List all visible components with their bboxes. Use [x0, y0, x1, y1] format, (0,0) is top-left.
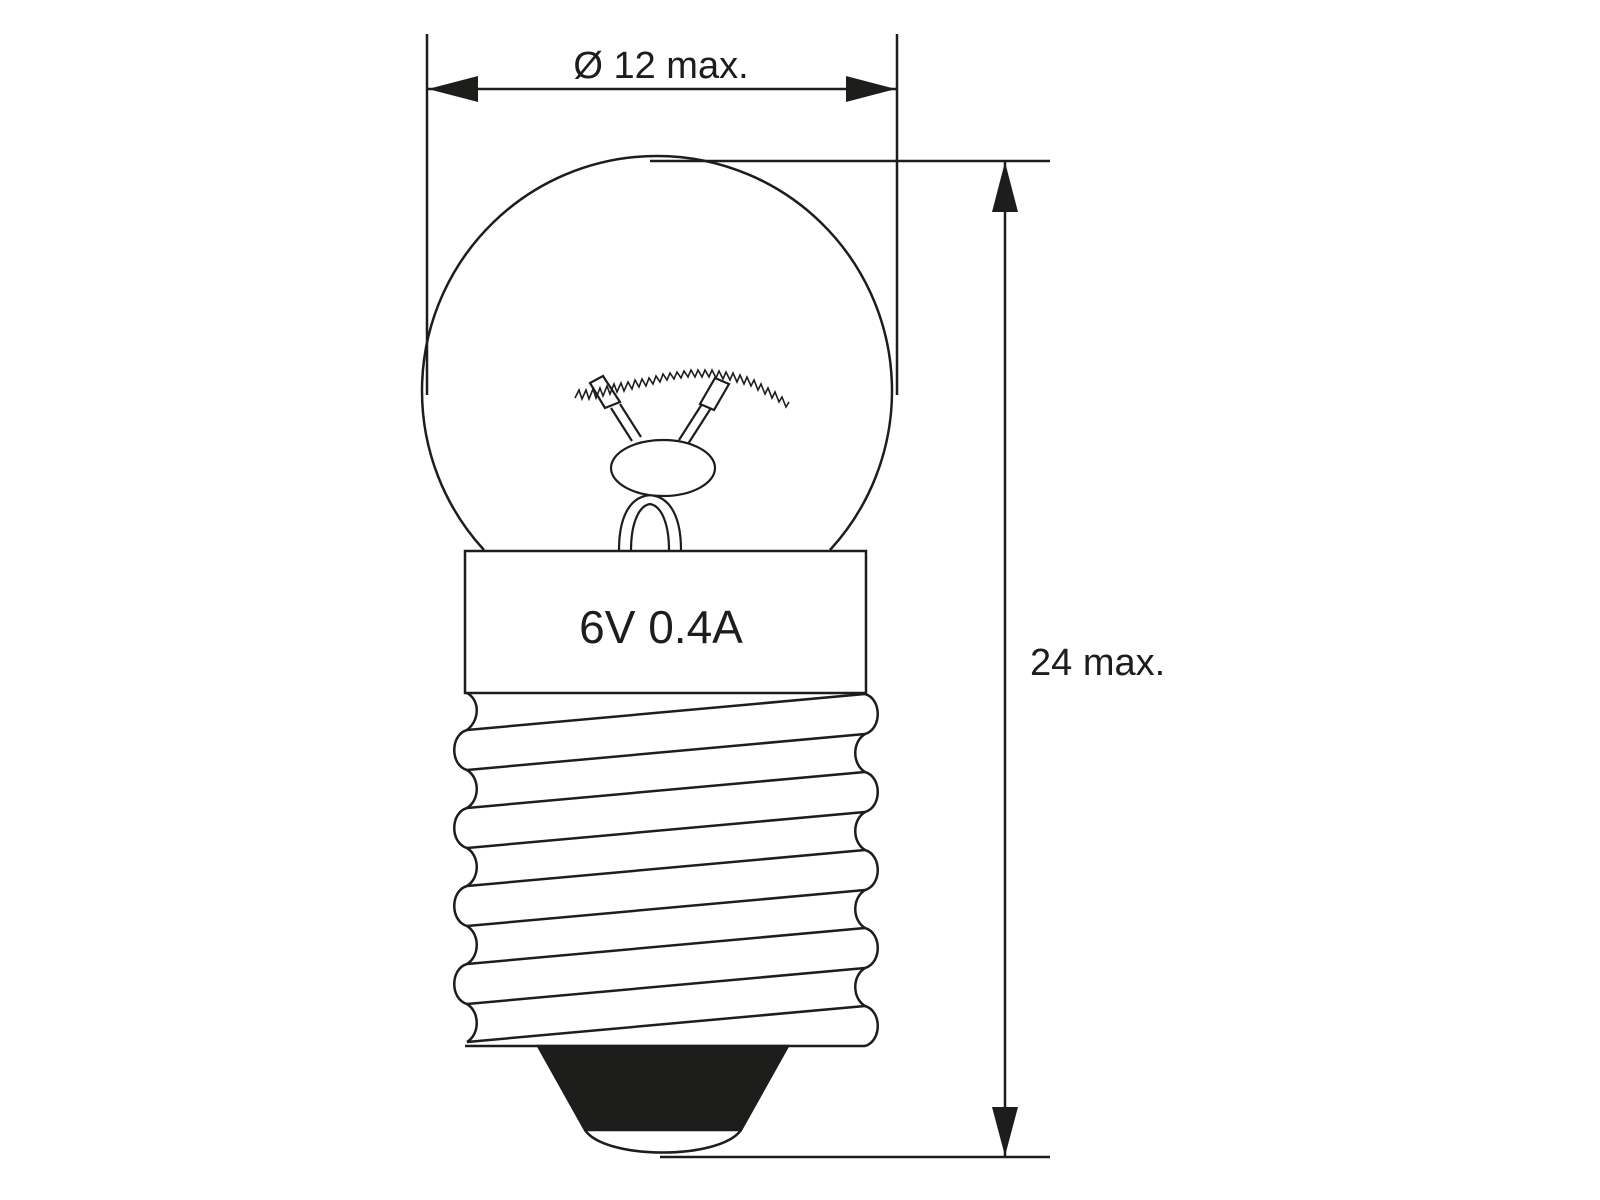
- arrow-right-icon: [846, 76, 896, 102]
- arrow-left-icon: [428, 76, 478, 102]
- contact-tip: [535, 1044, 791, 1154]
- base-label-band: [463, 549, 868, 695]
- diameter-label: Ø 12 max.: [573, 45, 748, 87]
- base-rating-label: 6V 0.4A: [579, 601, 743, 653]
- coiled-filament: [574, 368, 790, 409]
- height-dimension: [650, 159, 1050, 1159]
- filament-assembly: [574, 368, 790, 551]
- height-label: 24 max.: [1030, 642, 1165, 684]
- diameter-dimension: [425, 34, 899, 395]
- screw-thread: [453, 691, 879, 1048]
- arrow-down-icon: [992, 1107, 1018, 1156]
- glass-bead: [609, 438, 717, 498]
- arrow-up-icon: [992, 162, 1018, 212]
- glass-globe: [420, 154, 894, 551]
